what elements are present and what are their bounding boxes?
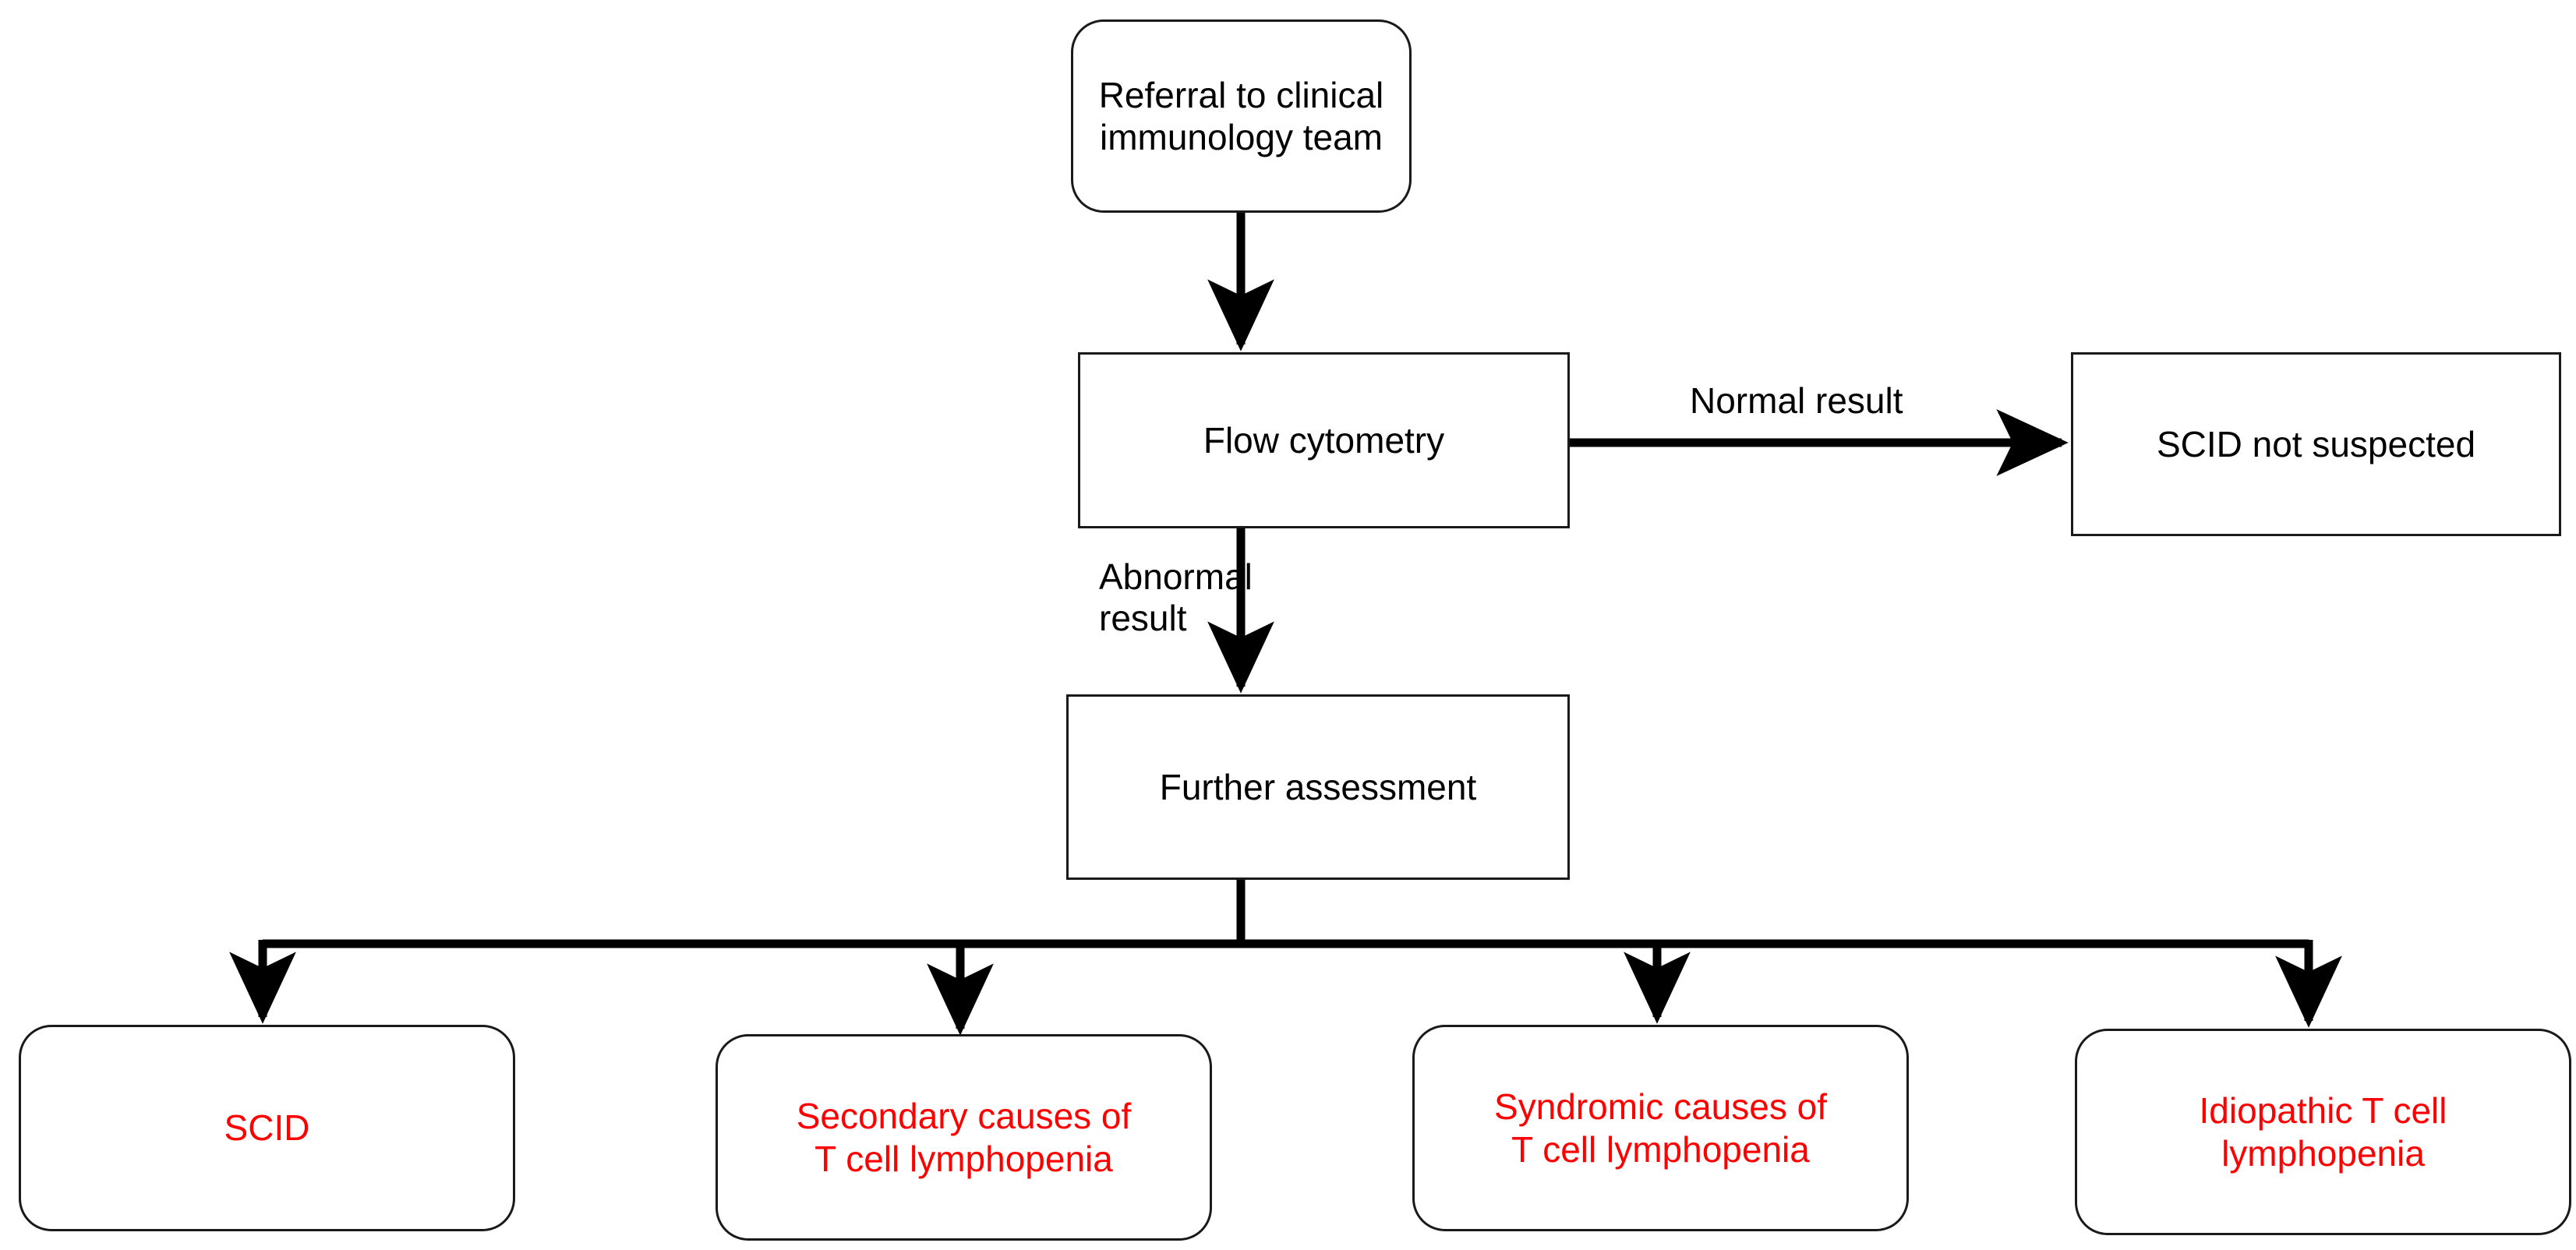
node-flow-cytometry[interactable]: Flow cytometry [1078,352,1570,528]
edge-label-abnormal-result: Abnormal result [1099,556,1253,638]
node-idiopathic[interactable]: Idiopathic T cell lymphopenia [2075,1029,2571,1235]
edge-further-assessment-to-branch-bus [263,879,2309,948]
node-idiopathic-label: Idiopathic T cell lymphopenia [2199,1090,2447,1174]
node-secondary-causes-label: Secondary causes of T cell lymphopenia [796,1096,1132,1179]
node-scid-label: SCID [224,1107,310,1149]
node-syndromic-causes[interactable]: Syndromic causes of T cell lymphopenia [1412,1025,1909,1231]
node-scid-not-suspected[interactable]: SCID not suspected [2071,352,2561,536]
edge-label-normal-result: Normal result [1690,380,1903,421]
node-secondary-causes[interactable]: Secondary causes of T cell lymphopenia [716,1034,1212,1241]
node-scid-not-suspected-label: SCID not suspected [2156,423,2476,464]
node-scid[interactable]: SCID [19,1025,515,1231]
node-referral-label: Referral to clinical immunology team [1098,74,1384,157]
node-further-assessment[interactable]: Further assessment [1066,694,1570,880]
node-further-assessment-label: Further assessment [1159,766,1477,807]
node-syndromic-causes-label: Syndromic causes of T cell lymphopenia [1494,1086,1827,1170]
node-flow-cytometry-label: Flow cytometry [1203,419,1445,461]
node-referral[interactable]: Referral to clinical immunology team [1071,19,1412,213]
